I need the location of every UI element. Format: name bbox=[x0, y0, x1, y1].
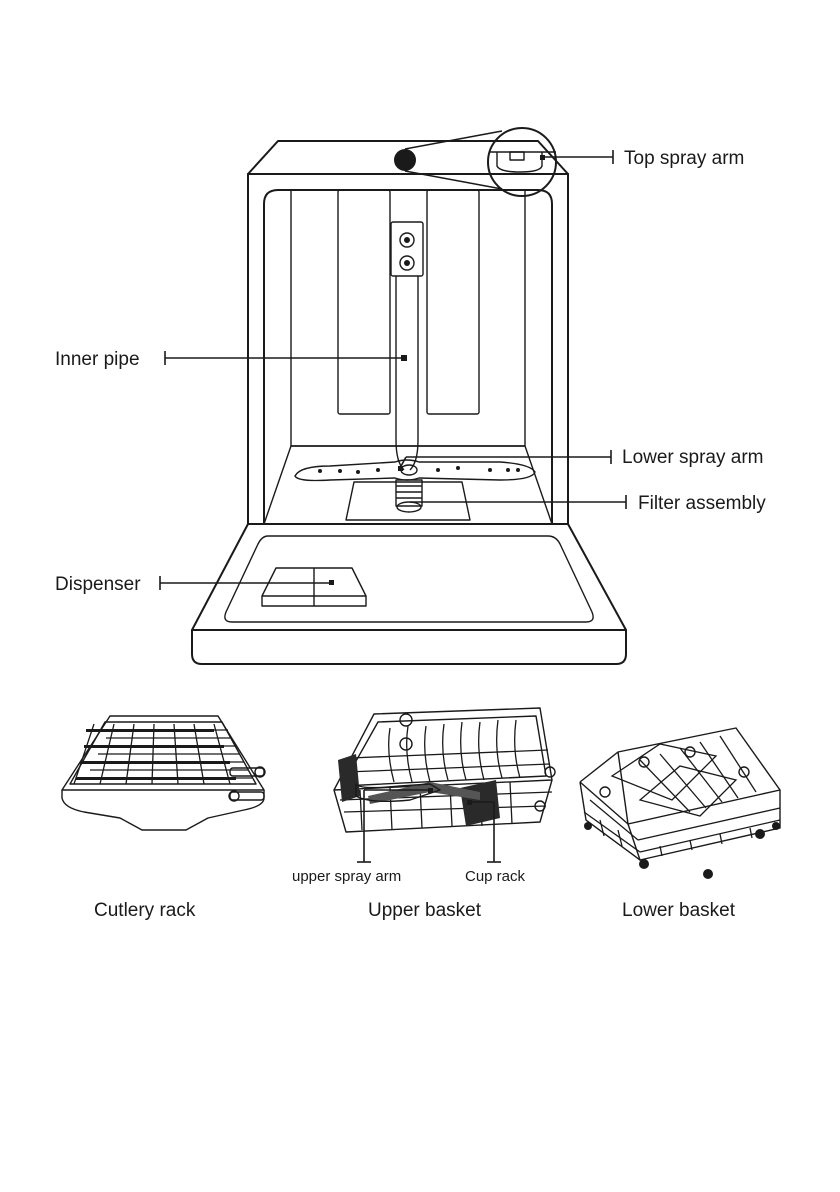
caption-upper-basket: Upper basket bbox=[368, 900, 482, 921]
inner-pipe-part bbox=[391, 222, 423, 470]
dishwasher-door bbox=[192, 524, 626, 664]
upper-basket-part bbox=[334, 708, 555, 832]
cutlery-rack-part bbox=[62, 716, 265, 830]
top-spray-arm-part bbox=[394, 128, 556, 196]
label-lower-spray-arm: Lower spray arm bbox=[622, 447, 764, 468]
label-filter-assembly: Filter assembly bbox=[638, 493, 766, 514]
lower-basket-part bbox=[580, 728, 780, 879]
dispenser-part bbox=[262, 568, 366, 606]
label-cup-rack: Cup rack bbox=[465, 868, 526, 885]
dishwasher-body bbox=[248, 141, 568, 524]
filter-assembly-part bbox=[346, 480, 470, 520]
caption-lower-basket: Lower basket bbox=[622, 900, 736, 921]
label-inner-pipe: Inner pipe bbox=[55, 349, 140, 370]
label-top-spray-arm: Top spray arm bbox=[624, 148, 744, 169]
label-dispenser: Dispenser bbox=[55, 574, 141, 595]
caption-cutlery-rack: Cutlery rack bbox=[94, 900, 196, 921]
label-upper-spray-arm: upper spray arm bbox=[292, 868, 401, 885]
